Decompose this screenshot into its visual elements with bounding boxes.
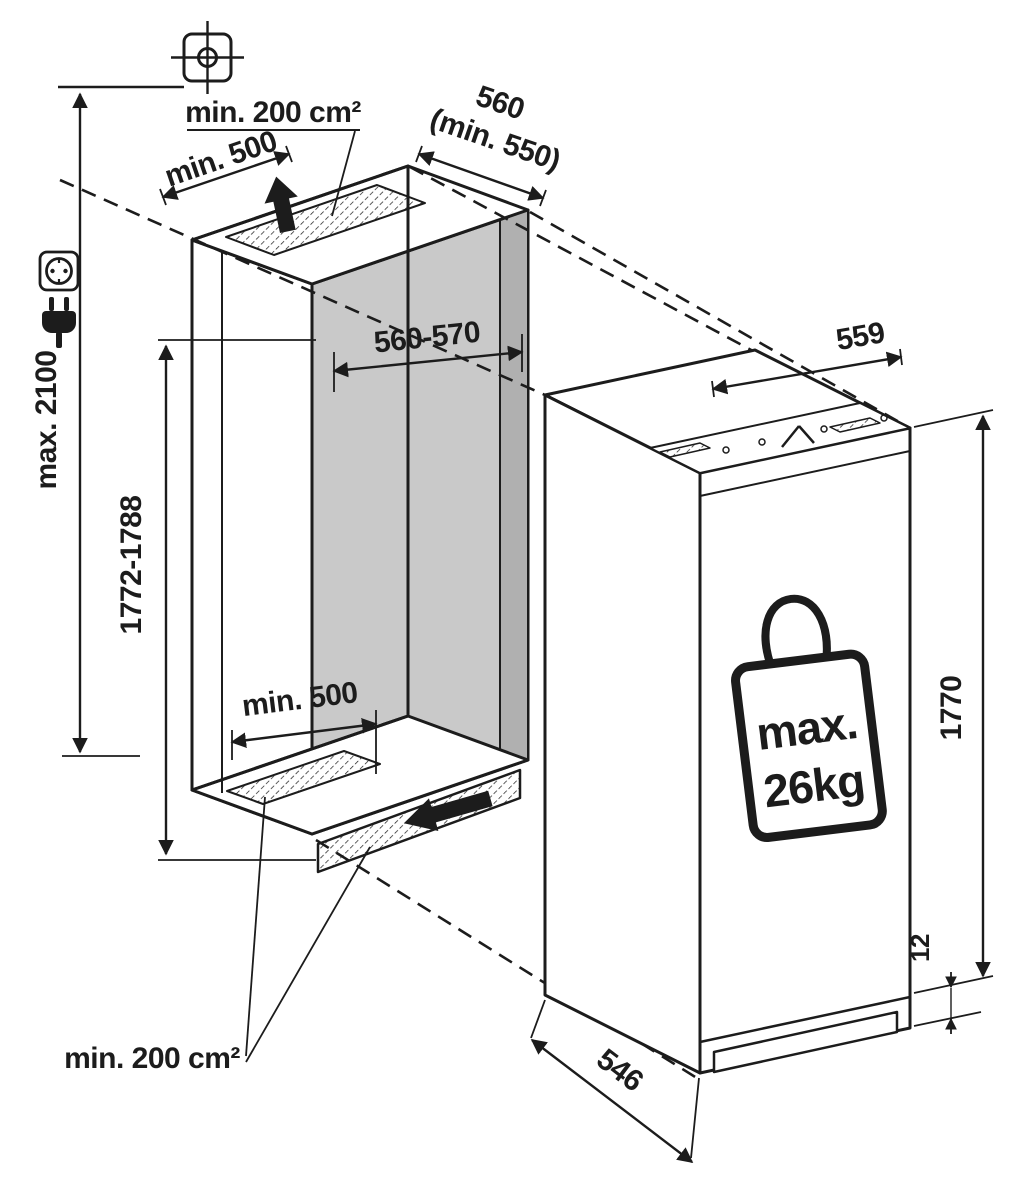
top-vent-leader: [331, 130, 356, 217]
dim-top-clearance-line: [161, 151, 291, 200]
dim-appliance-height-ext-bottom: [913, 975, 994, 994]
dim-niche-depth-tick-left: [415, 145, 423, 163]
dim-top-clearance-tick-left: [159, 188, 167, 206]
plug-prong-left: [49, 297, 54, 311]
power-plug-icon: [42, 297, 76, 348]
appliance-side-panel: [543, 393, 702, 1075]
niche: [190, 164, 530, 874]
hinge-screw-2: [758, 438, 766, 446]
label-bottom-vent-area: min. 200 cm²: [64, 1042, 240, 1075]
appliance: max. 26kg: [543, 348, 912, 1075]
plug-body: [42, 311, 76, 333]
label-socket-height: max. 2100: [30, 351, 63, 490]
dim-appliance-width-line: [711, 351, 903, 395]
power-socket-icon: [38, 250, 80, 292]
niche-top-vent-hatch: [225, 184, 426, 256]
label-bottom-adjust: 12: [905, 934, 935, 962]
label-appliance-height: 1770: [935, 676, 968, 741]
hinge-strip-outline: [649, 402, 911, 474]
hinge-screw-4: [880, 414, 888, 422]
dim-appliance-depth-ext-right: [690, 1077, 700, 1159]
dim-top-clearance-tick-right: [285, 145, 293, 163]
appliance-plinth: [712, 1010, 899, 1074]
niche-left-wall: [190, 238, 314, 836]
hinge-center-marks: [781, 425, 815, 448]
label-appliance-width: 559: [834, 316, 888, 357]
appliance-hinge-strip: [649, 402, 911, 474]
dimensions: [58, 85, 994, 1163]
dim-appliance-depth-ext-left: [530, 999, 546, 1039]
weight-body: [731, 649, 887, 842]
dim-bottom-adjust-ext: [913, 1011, 982, 1027]
hinge-screw-3: [820, 425, 828, 433]
dim-appliance-height-ext-top: [913, 409, 994, 428]
dim-appliance-width-tick-right: [899, 348, 903, 366]
niche-front-opening: [190, 164, 410, 792]
socket-pin-right: [63, 268, 68, 274]
projection-line-top-mid: [409, 165, 754, 353]
hinge-screw-1: [722, 446, 730, 454]
projection-line-bottom: [315, 838, 701, 1082]
weight-value-label: 26kg: [761, 754, 867, 818]
airflow-in-arrow: [403, 790, 493, 832]
max-load-weight-icon: max. 26kg: [731, 594, 887, 842]
drilling-position-icon: [171, 21, 244, 94]
dim-niche-depth-tick-right: [539, 189, 547, 207]
weight-knob: [761, 594, 831, 672]
socket-outline: [38, 250, 80, 292]
socket-pin-left: [50, 268, 55, 274]
plug-prong-right: [64, 297, 69, 311]
dim-floor-depth-line: [230, 718, 378, 748]
dim-appliance-depth-line: [530, 1039, 694, 1163]
weight-max-label: max.: [754, 696, 860, 760]
dim-niche-width-line: [332, 345, 524, 378]
label-niche-height: 1772-1788: [115, 496, 148, 635]
niche-right-wall: [499, 209, 529, 771]
dim-appliance-width-tick-left: [711, 380, 715, 398]
label-top-clearance: min. 500: [161, 125, 281, 194]
niche-floor-vent-hatch: [226, 750, 381, 805]
plug-cable: [56, 332, 62, 348]
dim-niche-depth-line: [417, 151, 545, 201]
label-top-vent-area: min. 200 cm²: [185, 96, 361, 129]
icons: [38, 21, 244, 348]
door-top-line: [699, 450, 911, 497]
door-bottom-line: [699, 995, 911, 1044]
bottom-vent-leader-2: [245, 846, 371, 1063]
hinge-bracket-left: [659, 442, 711, 458]
hinge-bracket-right: [829, 417, 881, 433]
bottom-vent-leader-1: [245, 796, 266, 1057]
